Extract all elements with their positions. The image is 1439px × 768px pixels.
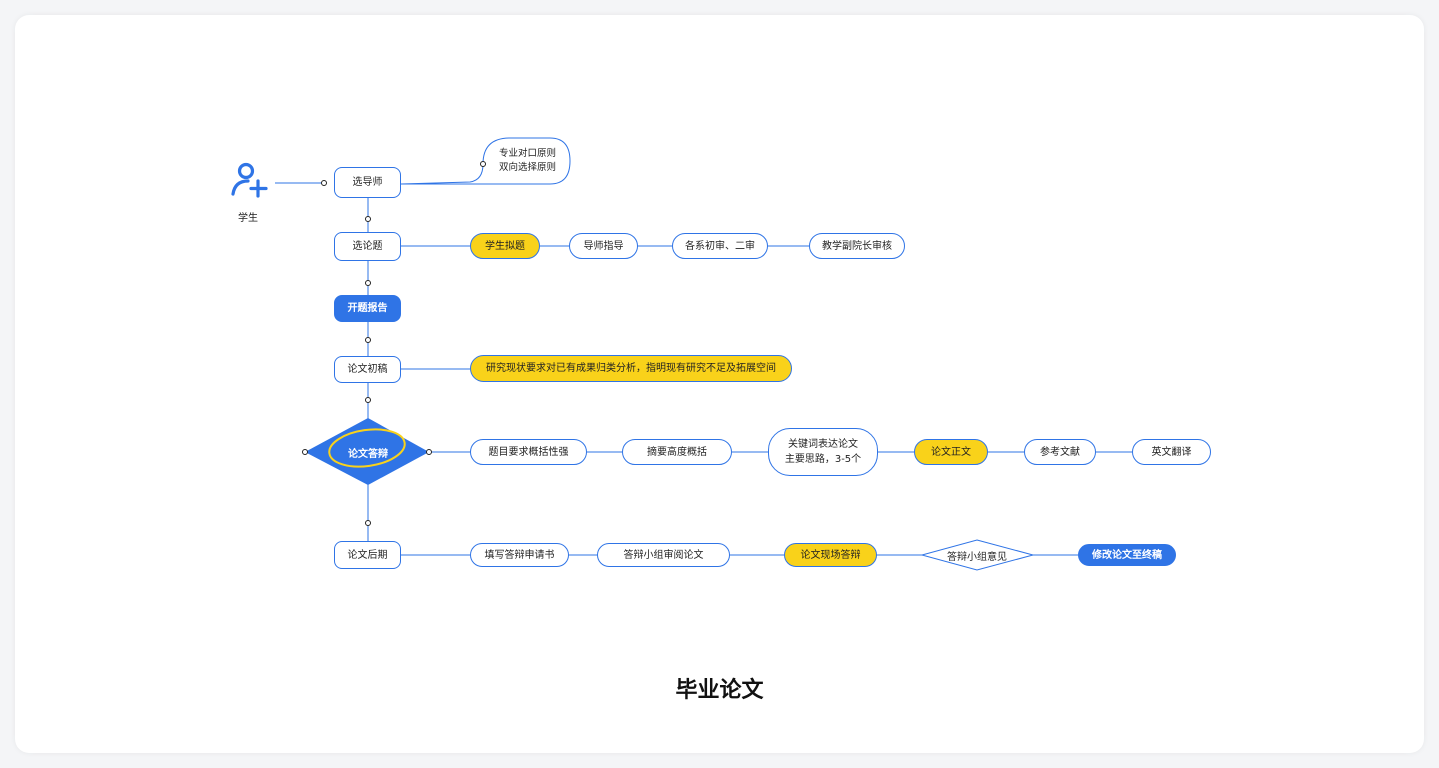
post-panel-opinion[interactable]: 答辩小组意见 xyxy=(947,551,1007,563)
diagram-title: 毕业论文 xyxy=(675,678,764,703)
highlight-circle xyxy=(328,428,406,468)
keywords-line-2: 主要思路，3-5个 xyxy=(784,454,862,465)
advisor-principles: 专业对口原则 双向选择原则 xyxy=(490,142,565,180)
draft-research-status[interactable]: 研究现状要求对已有成果归类分析，指明现有研究不足及拓展空间 xyxy=(470,355,792,382)
defense-english-translation[interactable]: 英文翻译 xyxy=(1132,439,1211,465)
defense-title-concise[interactable]: 题目要求概括性强 xyxy=(470,439,587,465)
panel-opinion-diamond xyxy=(920,539,1035,571)
actor-label: 学生 xyxy=(238,213,258,224)
step-first-draft[interactable]: 论文初稿 xyxy=(334,356,401,383)
post-application-form[interactable]: 填写答辩申请书 xyxy=(470,543,569,567)
topic-dean-approval[interactable]: 教学副院长审核 xyxy=(809,233,905,259)
step-defense[interactable]: 论文答辩 xyxy=(348,448,388,460)
user-add-icon xyxy=(231,162,268,198)
defense-main-text[interactable]: 论文正文 xyxy=(914,439,988,465)
principle-major-match: 专业对口原则 xyxy=(498,147,556,159)
topic-advisor-guidance[interactable]: 导师指导 xyxy=(569,233,638,259)
post-panel-review[interactable]: 答辩小组审阅论文 xyxy=(597,543,730,567)
post-live-defense[interactable]: 论文现场答辩 xyxy=(784,543,877,567)
step-post-defense[interactable]: 论文后期 xyxy=(334,541,401,569)
step-proposal-report[interactable]: 开题报告 xyxy=(334,295,401,322)
canvas-card xyxy=(15,15,1424,753)
defense-keywords[interactable]: 关键词表达论文 主要思路，3-5个 xyxy=(768,428,878,476)
step-select-topic[interactable]: 选论题 xyxy=(334,232,401,261)
principle-mutual-choice: 双向选择原则 xyxy=(498,162,556,173)
topic-student-draft[interactable]: 学生拟题 xyxy=(470,233,540,259)
defense-abstract[interactable]: 摘要高度概括 xyxy=(622,439,732,465)
step-select-advisor[interactable]: 选导师 xyxy=(334,167,401,198)
keywords-line-1: 关键词表达论文 xyxy=(788,439,858,450)
defense-references[interactable]: 参考文献 xyxy=(1024,439,1096,465)
topic-dept-review[interactable]: 各系初审、二审 xyxy=(672,233,768,259)
principles-note-outline xyxy=(401,137,571,185)
post-final-revision[interactable]: 修改论文至终稿 xyxy=(1078,544,1176,566)
